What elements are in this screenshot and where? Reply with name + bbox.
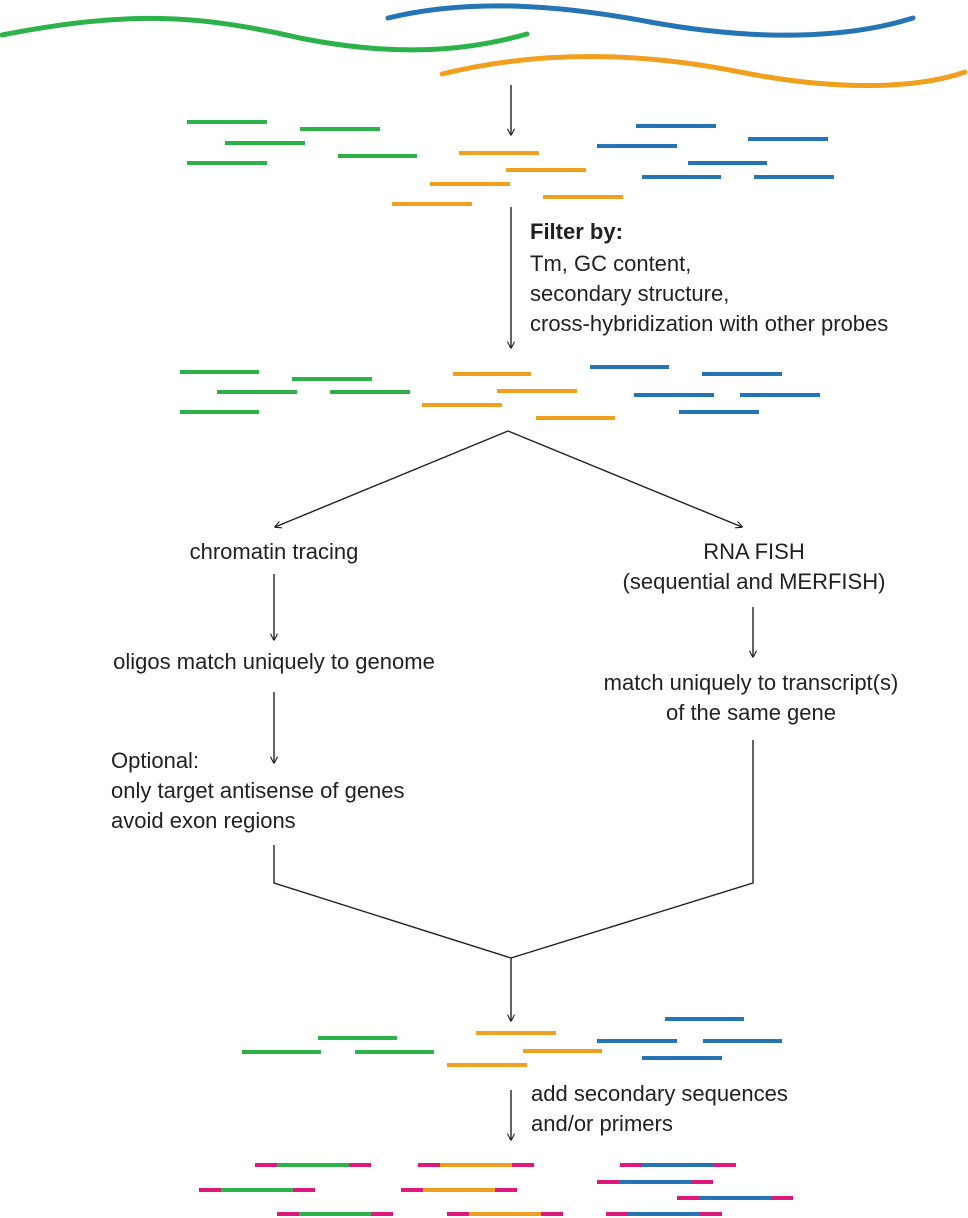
- rna-step1-label: of the same gene: [665, 700, 836, 725]
- rna-step1-label: match uniquely to transcript(s): [603, 670, 899, 695]
- chromatin-step2-label: avoid exon regions: [111, 808, 296, 833]
- chromatin-step1-label: oligos match uniquely to genome: [113, 649, 435, 674]
- split-line-left: [275, 430, 509, 527]
- oligo-sets: [180, 120, 834, 1216]
- merge-line-left: [273, 845, 512, 959]
- chromatin-tracing-label: chromatin tracing: [189, 539, 359, 564]
- blue-target-sequence: [385, 3, 916, 38]
- orange-target-sequence: [439, 54, 968, 88]
- final-step-label: and/or primers: [531, 1111, 673, 1136]
- filter-heading: Filter by:: [530, 219, 623, 244]
- filter-criterion: cross-hybridization with other probes: [530, 311, 889, 336]
- green-target-sequence: [0, 15, 530, 53]
- filter-criterion: Tm, GC content,: [530, 251, 692, 276]
- filter-criterion: secondary structure,: [530, 281, 730, 306]
- rna-fish-label: RNA FISH: [703, 539, 805, 564]
- chromatin-step2-label: only target antisense of genes: [111, 778, 405, 803]
- final-step-label: add secondary sequences: [531, 1081, 788, 1106]
- connector-lines: [274, 85, 753, 1140]
- merge-line-right: [510, 740, 754, 959]
- split-line-right: [507, 430, 742, 527]
- rna-fish-sublabel: (sequential and MERFISH): [622, 569, 886, 594]
- chromatin-step2-label: Optional:: [111, 748, 200, 773]
